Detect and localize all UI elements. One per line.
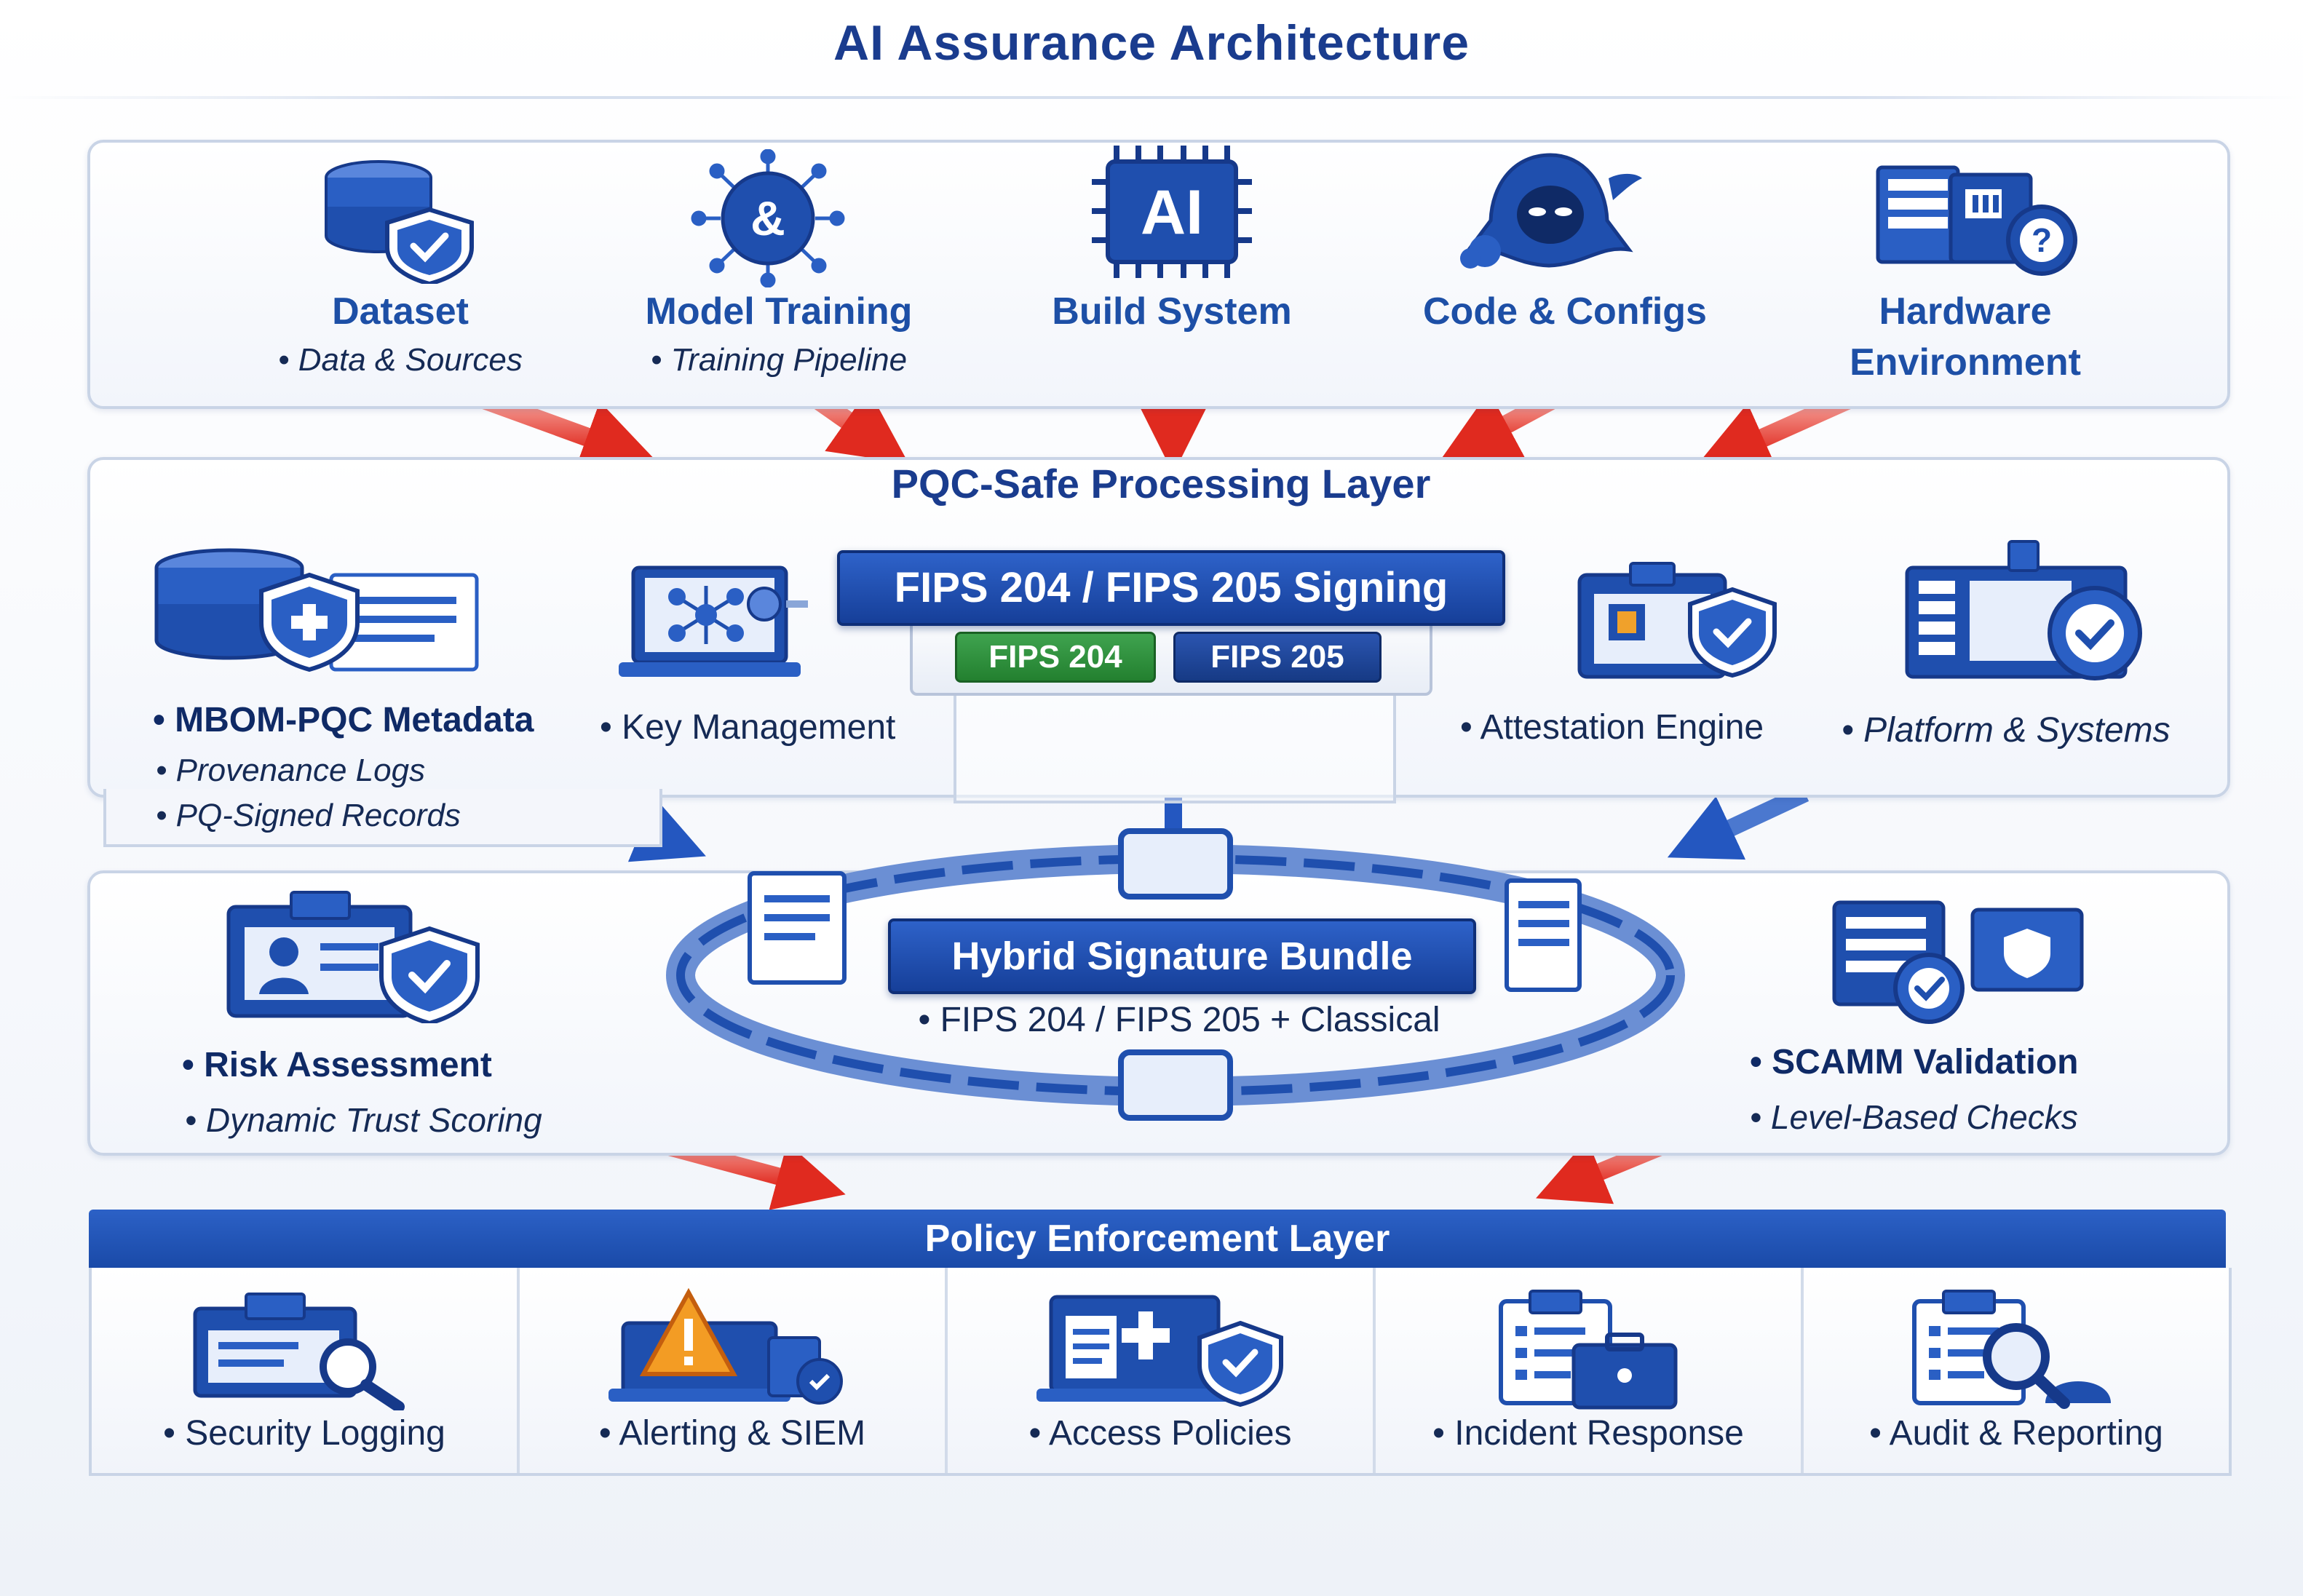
dynamic-trust-scoring-label: • Dynamic Trust Scoring bbox=[185, 1101, 542, 1139]
scamm-validation-label: • SCAMM Validation bbox=[1750, 1043, 2079, 1081]
incident-response-label: • Incident Response bbox=[1432, 1414, 1744, 1453]
source-build-system-label: Build System bbox=[1052, 290, 1292, 333]
policy-item-access-policies: • Access Policies bbox=[948, 1268, 1376, 1473]
page-title: AI Assurance Architecture bbox=[833, 15, 1470, 71]
access-shield-icon bbox=[1036, 1295, 1283, 1408]
policy-item-security-logging: • Security Logging bbox=[92, 1268, 520, 1473]
source-hardware-label: Hardware bbox=[1879, 290, 2052, 333]
source-code-configs-label: Code & Configs bbox=[1423, 290, 1707, 333]
provenance-logs-label: • Provenance Logs bbox=[156, 753, 426, 788]
hooded-threat-actor-icon bbox=[1460, 153, 1642, 269]
server-shield-gear-icon bbox=[1832, 900, 2084, 1024]
processing-panel-tab bbox=[103, 789, 662, 847]
access-policies-label: • Access Policies bbox=[1028, 1414, 1292, 1453]
hybrid-bundle-banner: Hybrid Signature Bundle bbox=[888, 918, 1476, 994]
svg-text:&: & bbox=[750, 191, 785, 245]
alert-monitor-icon bbox=[609, 1287, 843, 1405]
svg-text:?: ? bbox=[2032, 221, 2052, 259]
clipboard-briefcase-icon bbox=[1499, 1290, 1678, 1410]
signing-banner: FIPS 204 / FIPS 205 Signing bbox=[837, 550, 1505, 626]
arrow-processing-to-bundle-right bbox=[1667, 785, 1810, 860]
attestation-engine-label: • Attestation Engine bbox=[1460, 708, 1764, 747]
source-hardware-sub: Environment bbox=[1850, 341, 2081, 384]
level-based-checks-label: • Level-Based Checks bbox=[1750, 1098, 2078, 1136]
policy-item-audit-reporting: • Audit & Reporting bbox=[1804, 1268, 2229, 1473]
ai-chip-icon: AI bbox=[1092, 146, 1252, 278]
mbom-metadata-label: • MBOM-PQC Metadata bbox=[153, 701, 534, 739]
laptop-network-icon bbox=[619, 565, 808, 677]
alerting-siem-label: • Alerting & SIEM bbox=[598, 1414, 866, 1453]
title-divider bbox=[0, 96, 2303, 99]
fips-204-chip: FIPS 204 bbox=[955, 632, 1156, 683]
database-shield-icon bbox=[325, 160, 474, 284]
signing-connector-box bbox=[954, 691, 1396, 803]
id-card-shield-icon bbox=[1577, 562, 1777, 679]
platform-server-check-icon bbox=[1905, 540, 2142, 680]
svg-text:AI: AI bbox=[1141, 178, 1203, 247]
chain-ring-icon bbox=[666, 828, 1685, 1121]
key-management-label: • Key Management bbox=[600, 708, 896, 747]
source-dataset-sub: • Data & Sources bbox=[278, 342, 523, 378]
policy-item-alerting-siem: • Alerting & SIEM bbox=[520, 1268, 948, 1473]
policy-items-row: • Security Logging • Alerting & SIEM • A… bbox=[89, 1268, 2232, 1476]
security-logging-label: • Security Logging bbox=[163, 1414, 445, 1453]
server-gear-icon: ? bbox=[1876, 165, 2077, 276]
source-dataset-label: Dataset bbox=[332, 290, 469, 333]
hybrid-bundle-sub: • FIPS 204 / FIPS 205 + Classical bbox=[918, 1001, 1440, 1039]
source-model-training-sub: • Training Pipeline bbox=[650, 342, 908, 378]
audit-reporting-label: • Audit & Reporting bbox=[1869, 1414, 2163, 1453]
fips-205-chip: FIPS 205 bbox=[1173, 632, 1382, 683]
source-model-training-label: Model Training bbox=[645, 290, 913, 333]
id-card-check-icon bbox=[226, 891, 480, 1023]
platform-systems-label: • Platform & Systems bbox=[1842, 711, 2171, 750]
database-document-shield-icon bbox=[154, 548, 479, 672]
pq-signed-records-label: • PQ-Signed Records bbox=[156, 798, 461, 833]
processing-layer-title: PQC-Safe Processing Layer bbox=[891, 461, 1431, 507]
neural-chip-icon: & bbox=[691, 149, 845, 287]
policy-layer-title: Policy Enforcement Layer bbox=[89, 1210, 2226, 1268]
audit-search-icon bbox=[1912, 1290, 2111, 1409]
policy-item-incident-response: • Incident Response bbox=[1376, 1268, 1804, 1473]
log-search-icon bbox=[193, 1293, 405, 1410]
risk-assessment-label: • Risk Assessment bbox=[182, 1046, 492, 1084]
